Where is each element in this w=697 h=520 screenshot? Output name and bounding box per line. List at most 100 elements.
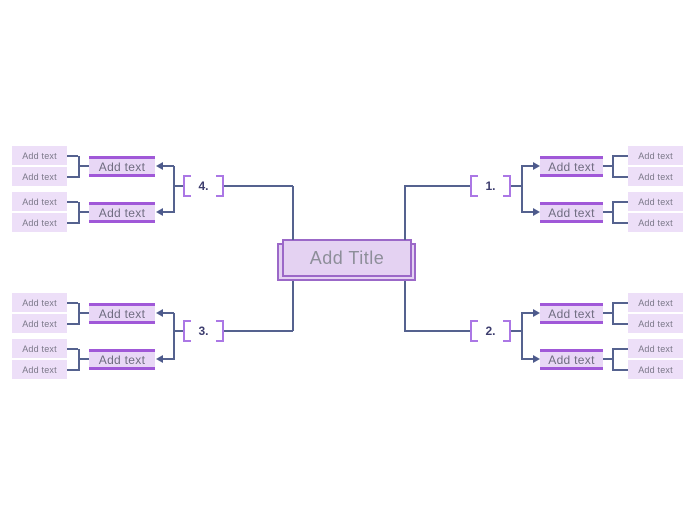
connector-line: [612, 302, 628, 304]
bracket-right-icon: [216, 175, 224, 197]
connector-line: [612, 176, 628, 178]
connector-line: [612, 222, 628, 224]
connector-arrow-icon: [533, 355, 540, 363]
connector-line: [78, 165, 89, 167]
subtopic-node[interactable]: Add text: [628, 293, 683, 312]
connector-line: [612, 323, 628, 325]
subtopic-node[interactable]: Add text: [12, 360, 67, 379]
connector-line: [66, 323, 78, 325]
bracket-left-icon: [470, 320, 478, 342]
connector-line: [404, 330, 470, 332]
connector-arrow-icon: [156, 208, 163, 216]
topic-node[interactable]: Add text: [540, 349, 603, 370]
connector-line: [78, 358, 89, 360]
bracket-left-icon: [470, 175, 478, 197]
connector-line: [78, 202, 80, 224]
connector-line: [612, 201, 628, 203]
connector-line: [78, 349, 80, 371]
connector-line: [163, 358, 174, 360]
subtopic-node[interactable]: Add text: [628, 339, 683, 358]
subtopic-node[interactable]: Add text: [628, 213, 683, 232]
branch-node-4[interactable]: 4.: [183, 175, 224, 197]
connector-line: [66, 348, 78, 350]
subtopic-node[interactable]: Add text: [12, 314, 67, 333]
branch-number: 4.: [198, 179, 209, 193]
connector-line: [511, 185, 522, 187]
connector-line: [603, 165, 613, 167]
topic-node[interactable]: Add text: [540, 156, 603, 177]
connector-line: [612, 303, 614, 325]
connector-line: [521, 211, 534, 213]
connector-line: [612, 156, 614, 178]
connector-arrow-icon: [533, 309, 540, 317]
connector-line: [163, 312, 174, 314]
central-topic[interactable]: Add Title: [282, 239, 412, 277]
connector-arrow-icon: [533, 208, 540, 216]
connector-line: [404, 186, 406, 240]
connector-line: [78, 312, 89, 314]
branch-node-1[interactable]: 1.: [470, 175, 511, 197]
connector-line: [603, 211, 613, 213]
bracket-left-icon: [183, 320, 191, 342]
connector-line: [511, 330, 522, 332]
connector-line: [66, 369, 78, 371]
branch-number: 3.: [198, 324, 209, 338]
topic-node[interactable]: Add text: [89, 202, 155, 223]
subtopic-node[interactable]: Add text: [12, 293, 67, 312]
connector-line: [78, 211, 89, 213]
branch-node-2[interactable]: 2.: [470, 320, 511, 342]
connector-line: [612, 369, 628, 371]
connector-line: [292, 186, 294, 240]
topic-node[interactable]: Add text: [89, 156, 155, 177]
topic-node[interactable]: Add text: [540, 303, 603, 324]
branch-node-3[interactable]: 3.: [183, 320, 224, 342]
connector-line: [603, 358, 613, 360]
connector-line: [521, 166, 523, 213]
connector-line: [612, 202, 614, 224]
connector-line: [612, 349, 614, 371]
bracket-right-icon: [503, 320, 511, 342]
subtopic-node[interactable]: Add text: [628, 314, 683, 333]
connector-line: [603, 312, 613, 314]
connector-line: [612, 155, 628, 157]
connector-line: [224, 185, 293, 187]
connector-line: [173, 330, 183, 332]
connector-arrow-icon: [156, 309, 163, 317]
connector-line: [66, 155, 78, 157]
connector-line: [224, 330, 293, 332]
connector-arrow-icon: [156, 355, 163, 363]
bracket-left-icon: [183, 175, 191, 197]
subtopic-node[interactable]: Add text: [12, 192, 67, 211]
subtopic-node[interactable]: Add text: [628, 192, 683, 211]
topic-node[interactable]: Add text: [89, 303, 155, 324]
connector-line: [521, 165, 534, 167]
topic-node[interactable]: Add text: [89, 349, 155, 370]
connector-line: [78, 156, 80, 178]
connector-line: [173, 185, 183, 187]
subtopic-node[interactable]: Add text: [12, 146, 67, 165]
topic-node[interactable]: Add text: [540, 202, 603, 223]
connector-line: [521, 358, 534, 360]
bracket-right-icon: [503, 175, 511, 197]
connector-line: [292, 281, 294, 331]
connector-line: [66, 176, 78, 178]
subtopic-node[interactable]: Add text: [12, 213, 67, 232]
connector-line: [173, 166, 175, 213]
subtopic-node[interactable]: Add text: [628, 146, 683, 165]
branch-number: 1.: [485, 179, 496, 193]
subtopic-node[interactable]: Add text: [12, 339, 67, 358]
subtopic-node[interactable]: Add text: [12, 167, 67, 186]
connector-line: [404, 281, 406, 331]
connector-line: [78, 303, 80, 325]
connector-line: [163, 211, 174, 213]
branch-number: 2.: [485, 324, 496, 338]
subtopic-node[interactable]: Add text: [628, 360, 683, 379]
connector-line: [66, 201, 78, 203]
connector-line: [163, 165, 174, 167]
connector-line: [521, 312, 534, 314]
subtopic-node[interactable]: Add text: [628, 167, 683, 186]
connector-arrow-icon: [533, 162, 540, 170]
connector-arrow-icon: [156, 162, 163, 170]
connector-line: [521, 313, 523, 360]
